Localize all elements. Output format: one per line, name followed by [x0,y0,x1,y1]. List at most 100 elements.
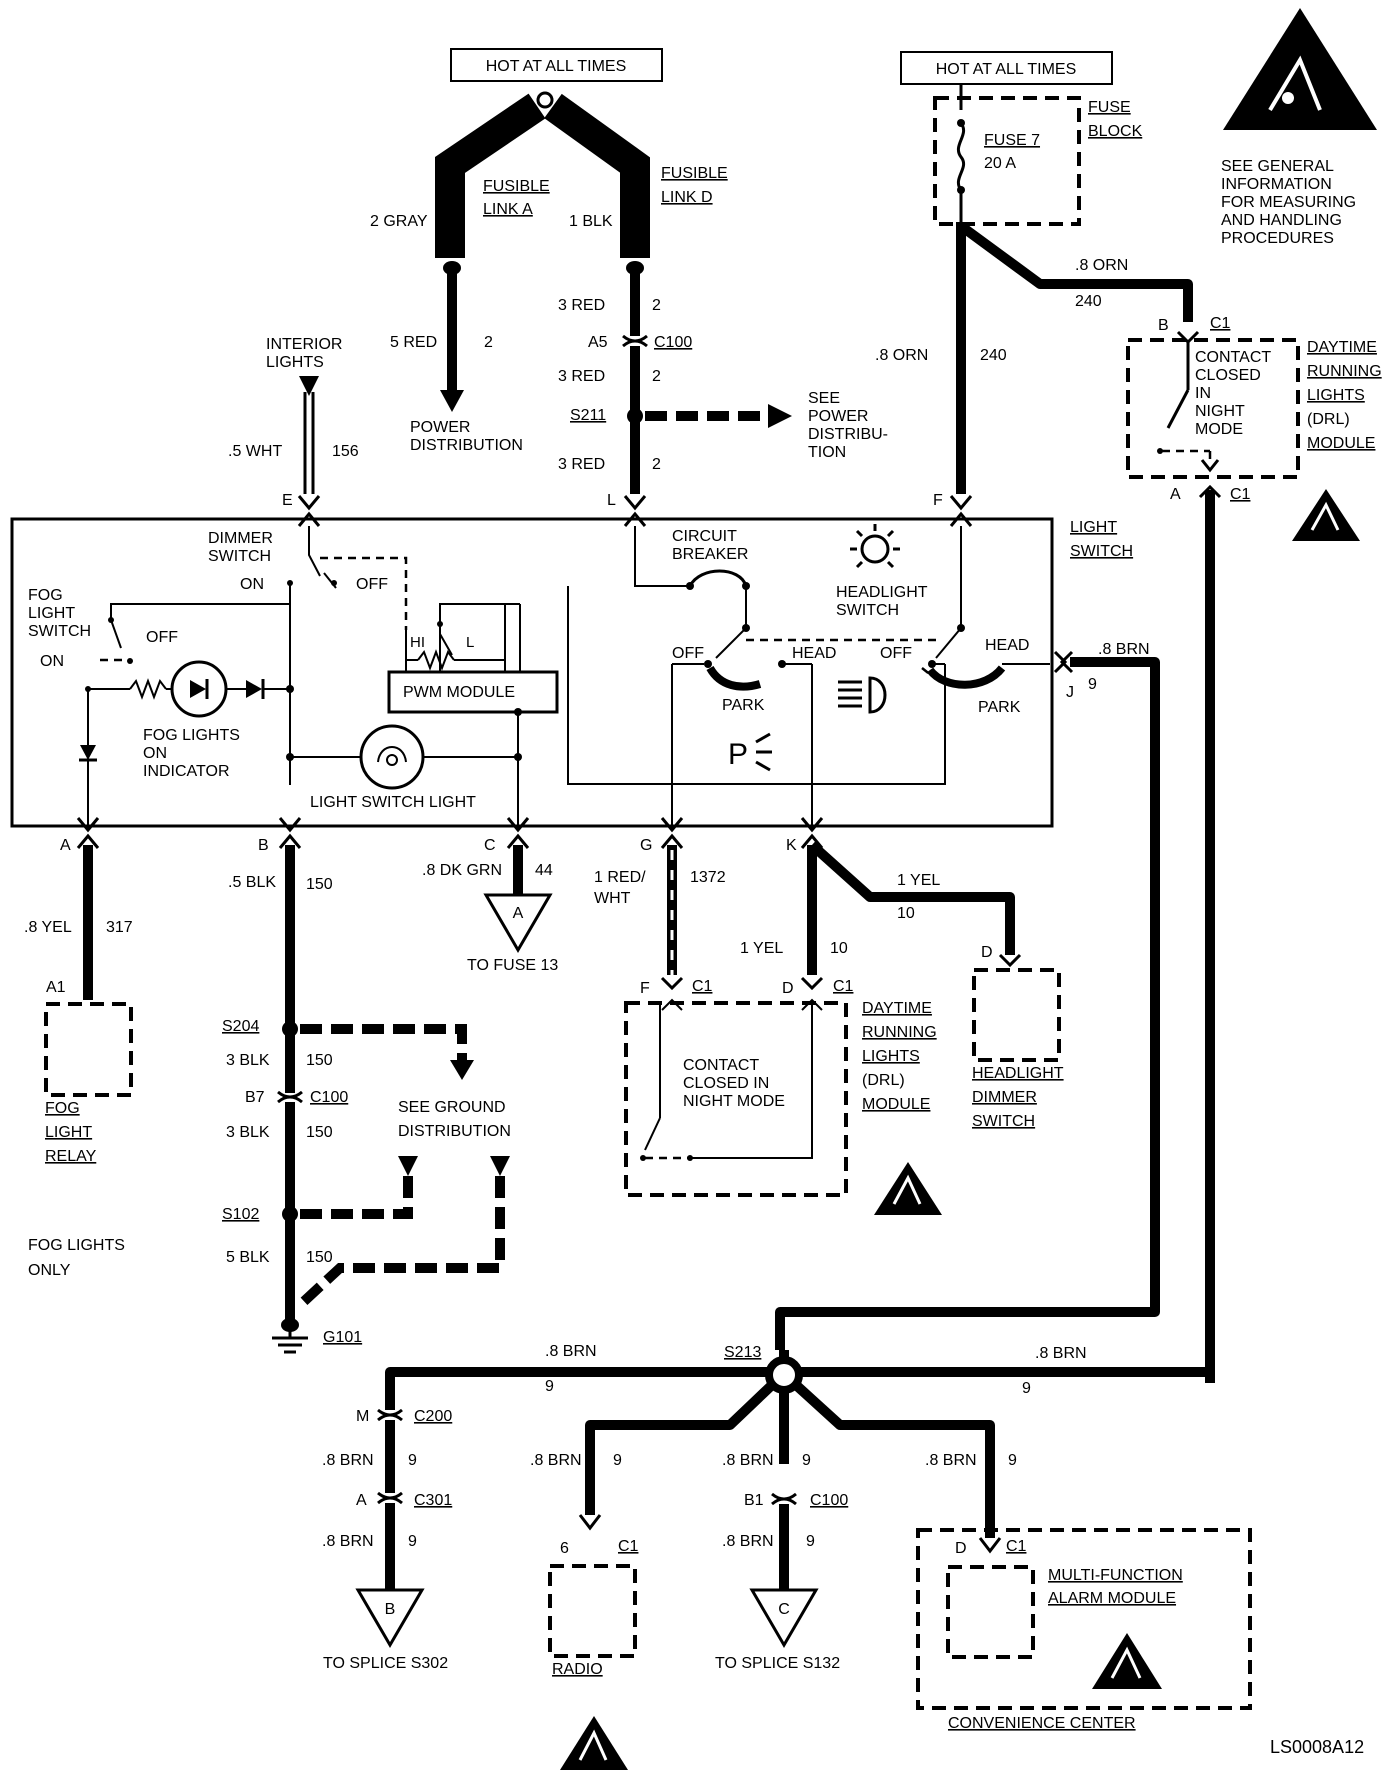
pin-c: C [484,837,496,854]
see-power-4: TION [808,444,846,461]
ckt9-left: 9 [545,1378,554,1395]
fog-ind-3: INDICATOR [143,763,230,780]
g101-label: G101 [323,1329,362,1346]
wire-5red: 5 RED [390,334,437,351]
s211-label: S211 [570,407,606,424]
parking-lamp-icon: P [728,732,772,772]
wire-dkgrn: .8 DK GRN [422,862,502,879]
ckt-44: 44 [535,862,553,879]
wire-brn-mf: .8 BRN [925,1452,977,1469]
ckt-150c: 150 [306,1124,333,1141]
wire-brn-c2: .8 BRN [722,1533,774,1550]
drl-top-name-3: LIGHTS [1307,387,1365,404]
drl-module-mid [624,1001,848,1197]
radio-pin-6: 6 [560,1540,569,1557]
ckt9-m2: 9 [408,1533,417,1550]
dimmer-on: ON [240,576,264,593]
drl-top-pin-a: A [1170,486,1181,503]
drl-mid-contact-2: CLOSED IN [683,1075,769,1092]
fog-off: OFF [146,629,178,646]
hot-label-left: HOT AT ALL TIMES [486,58,627,75]
see-ground-2: DISTRIBUTION [398,1123,511,1140]
drl-mid-name-3: LIGHTS [862,1048,920,1065]
pin-a: A [60,837,71,854]
wire-brn-m: .8 BRN [322,1452,374,1469]
dimmer-switch-label-1: DIMMER [208,530,273,547]
wire-2gray: 2 GRAY [370,213,428,230]
esd-note-2: INFORMATION [1221,176,1332,193]
pin-a-c301: A [356,1492,367,1509]
headlight-dimmer-pin-d: D [981,944,993,961]
hd-switch-1: HEADLIGHT [972,1065,1064,1082]
ckt-1372: 1372 [690,869,726,886]
fog-relay-1: FOG [45,1100,80,1117]
mf-alarm-1: MULTI-FUNCTION [1048,1567,1183,1584]
wire-redwht-1: 1 RED/ [594,869,646,886]
ckt-240a: 240 [1075,293,1102,310]
wire-brn-m2: .8 BRN [322,1533,374,1550]
drl-top-name-5: MODULE [1307,435,1375,452]
c100-top: C100 [654,334,692,351]
ckt-2a: 2 [484,334,493,351]
pin-b: B [258,837,269,854]
splice-s213 [765,1356,803,1394]
power-dist-1: POWER [410,419,470,436]
drl-mid-name-5: MODULE [862,1096,930,1113]
fog-only-1: FOG LIGHTS [28,1237,125,1254]
circuit-breaker-1: CIRCUIT [672,528,737,545]
c200: C200 [414,1408,452,1425]
convenience-center [916,1528,1252,1710]
ckt9-radio: 9 [613,1452,622,1469]
fuse7-element [956,122,966,191]
fuse-block-label-2: BLOCK [1088,123,1143,140]
ls-light-label: LIGHT SWITCH LIGHT [310,794,476,811]
drl-top-contact-3: IN [1195,385,1211,402]
fog-switch-label-3: SWITCH [28,623,91,640]
wire-3red-mid: 3 RED [558,368,605,385]
headlamp-icon [838,676,887,714]
wire-1yel-a: 1 YEL [897,872,940,889]
drl-top-c1b: C1 [1230,486,1251,503]
fusible-d-label2: LINK D [661,189,713,206]
drl-top-name-4: (DRL) [1307,411,1350,428]
hd-switch-3: SWITCH [972,1113,1035,1130]
pin-b1: B1 [744,1492,764,1509]
wire-3red-top: 3 RED [558,297,605,314]
fuse-block-label-1: FUSE [1088,99,1131,116]
esd-warning-icon-drl-top [1292,489,1360,541]
fog-ind-2: ON [143,745,167,762]
pin-g: G [640,837,652,854]
wire-5wht: .5 WHT [228,443,282,460]
light-switch-label-1: LIGHT [1070,519,1117,536]
ckt-150b: 150 [306,1052,333,1069]
hot-box-left [450,48,663,82]
hs-head-1: HEAD [792,645,836,662]
wire-redwht-2: WHT [594,890,631,907]
fog-relay-2: LIGHT [45,1124,92,1141]
ckt-10a: 10 [897,905,915,922]
radio-label: RADIO [552,1661,603,1678]
esd-warning-icon-bottom [560,1716,628,1770]
offpage-b-label: B [385,1601,396,1618]
drl-top-name-1: DAYTIME [1307,339,1377,356]
pwm-module [387,670,559,714]
figure-id: LS0008A12 [1270,1737,1364,1757]
mf-alarm-2: ALARM MODULE [1048,1590,1176,1607]
fusible-link-d [544,93,650,258]
pin-b7: B7 [245,1089,265,1106]
to-fuse13: TO FUSE 13 [467,957,558,974]
see-power-3: DISTRIBU- [808,426,888,443]
pin-m: M [356,1408,369,1425]
headlight-switch-2: SWITCH [836,602,899,619]
ckt-150d: 150 [306,1249,333,1266]
wire-brn-j: .8 BRN [1098,641,1150,658]
to-splice-s132: TO SPLICE S132 [715,1655,840,1672]
convenience-center-label: CONVENIENCE CENTER [948,1715,1136,1732]
ckt9-m: 9 [408,1452,417,1469]
hd-switch-2: DIMMER [972,1089,1037,1106]
drl-top-contact-4: NIGHT [1195,403,1245,420]
hs-head-2: HEAD [985,637,1029,654]
s204-label: S204 [222,1018,259,1035]
drl-mid-c1b: C1 [833,978,854,995]
ckt9-c: 9 [802,1452,811,1469]
